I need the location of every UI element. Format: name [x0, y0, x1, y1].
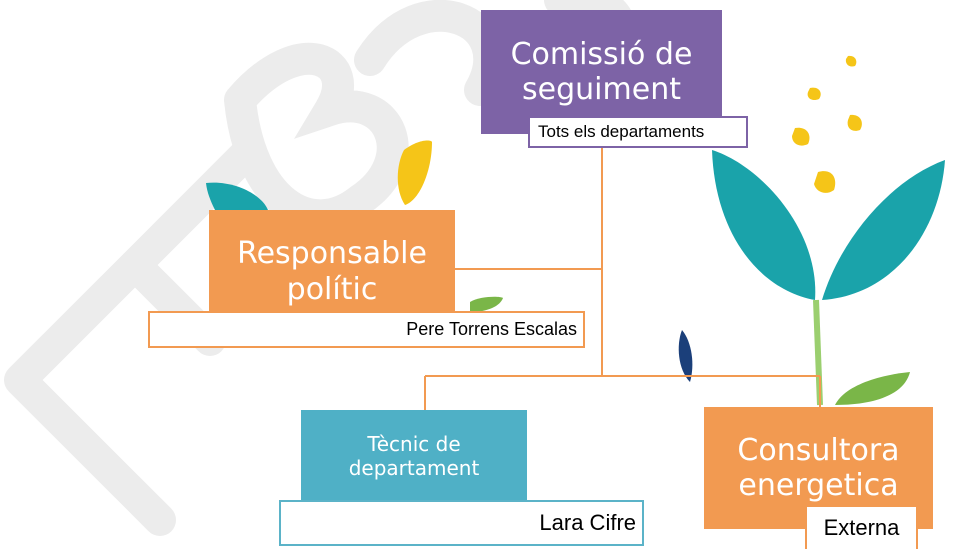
- node-consultora-subtitle: Externa: [805, 505, 918, 549]
- node-comissio-title-line1: Comissió de: [510, 36, 693, 72]
- leaf-yellow-3: [847, 114, 862, 131]
- leaf-green-mid: [470, 296, 503, 312]
- node-comissio-title-line2: seguiment: [522, 72, 681, 107]
- node-tecnic-departament: Tècnic de departament: [301, 410, 527, 512]
- leaf-yellow-5: [845, 55, 857, 67]
- leaf-teal-right: [822, 160, 945, 300]
- plant-illustration: [206, 55, 945, 406]
- node-consultora-title-line2: energetica: [738, 468, 899, 503]
- node-tecnic-subtitle: Lara Cifre: [279, 500, 644, 546]
- node-comissio-subtitle: Tots els departaments: [528, 116, 748, 148]
- node-consultora-title-line1: Consultora: [737, 432, 900, 468]
- leaf-green-right: [835, 372, 910, 405]
- node-tecnic-title-line1: Tècnic de: [367, 432, 461, 457]
- leaf-teal-small: [206, 182, 268, 210]
- node-responsable-title-line1: Responsable: [237, 236, 427, 272]
- node-comissio-seguiment: Comissió de seguiment: [481, 10, 722, 134]
- node-tecnic-title-line2: departament: [348, 456, 480, 480]
- node-responsable-subtitle: Pere Torrens Escalas: [148, 311, 585, 348]
- connectors: [424, 148, 821, 410]
- leaf-yellow-2: [792, 127, 810, 146]
- leaf-yellow-1: [814, 171, 836, 193]
- leaf-yellow-top: [397, 140, 432, 205]
- leaf-yellow-4: [807, 87, 821, 101]
- node-responsable-title-line2: polític: [286, 271, 378, 307]
- leaf-teal-left: [712, 150, 816, 300]
- leaf-navy: [678, 330, 693, 382]
